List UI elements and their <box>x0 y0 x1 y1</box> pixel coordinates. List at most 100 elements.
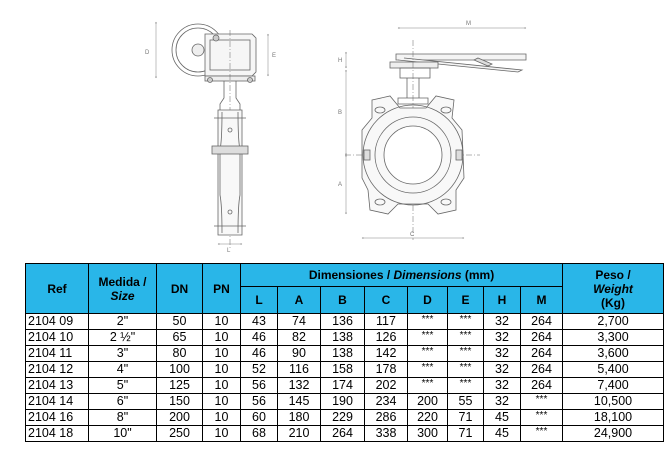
label-E: E <box>272 53 276 59</box>
subheader-H: H <box>483 286 521 314</box>
table-cell: 10 <box>202 329 241 346</box>
table-cell: 56 <box>240 377 278 394</box>
table-cell: 10 <box>202 345 241 362</box>
table-cell: 60 <box>240 409 278 426</box>
table-cell: 32 <box>483 361 521 378</box>
table-cell: 50 <box>156 313 203 330</box>
label-D: D <box>145 50 150 56</box>
table-cell: 71 <box>447 409 484 426</box>
table-cell: *** <box>519 409 564 426</box>
table-cell: 10 <box>202 393 241 410</box>
table-cell: 100 <box>156 361 203 378</box>
ref-cell: 2104 16 <box>25 409 89 426</box>
table-cell: 264 <box>519 345 564 362</box>
front-view <box>345 27 527 240</box>
subheader-D: D <box>407 286 448 314</box>
table-cell: 10 <box>202 409 241 426</box>
table-cell: 43 <box>240 313 278 330</box>
subheader-M: M <box>519 286 564 314</box>
table-cell: 10 <box>202 361 241 378</box>
table-cell: *** <box>447 361 484 378</box>
table-cell: 3,600 <box>562 345 665 362</box>
table-cell: 126 <box>364 329 408 346</box>
header-medida: Medida / <box>98 274 147 289</box>
header-size-en: Size <box>110 288 135 303</box>
table-cell: 158 <box>320 361 365 378</box>
subheader-C: C <box>364 286 408 314</box>
table-cell: *** <box>407 329 448 346</box>
label-C: C <box>410 232 415 238</box>
table-cell: 3" <box>88 345 157 362</box>
ref-cell: 2104 12 <box>25 361 89 378</box>
table-cell: 71 <box>447 425 484 442</box>
table-cell: 264 <box>519 361 564 378</box>
table-cell: 150 <box>156 393 203 410</box>
table-cell: 82 <box>277 329 321 346</box>
table-cell: *** <box>407 361 448 378</box>
table-cell: *** <box>519 393 564 410</box>
table-cell: 45 <box>483 409 521 426</box>
table-cell: 46 <box>240 345 278 362</box>
table-cell: 264 <box>320 425 365 442</box>
header-dimensions-en: Dimensions <box>393 268 462 282</box>
ref-cell: 2104 18 <box>25 425 89 442</box>
table-cell: 32 <box>483 345 521 362</box>
table-cell: 138 <box>320 329 365 346</box>
table-cell: 138 <box>320 345 365 362</box>
table-cell: 264 <box>519 329 564 346</box>
table-cell: 174 <box>320 377 365 394</box>
table-cell: *** <box>519 425 564 442</box>
table-cell: 286 <box>364 409 408 426</box>
table-cell: 7,400 <box>562 377 665 394</box>
table-cell: 2 ½" <box>88 329 157 346</box>
table-cell: 10 <box>202 313 241 330</box>
ref-cell: 2104 14 <box>25 393 89 410</box>
table-cell: 32 <box>483 377 521 394</box>
table-cell: 10" <box>88 425 157 442</box>
table-cell: 142 <box>364 345 408 362</box>
header-unit: (mm) <box>461 268 495 282</box>
table-cell: 10,500 <box>562 393 665 410</box>
table-cell: 74 <box>277 313 321 330</box>
table-cell: 178 <box>364 361 408 378</box>
dimensions-table: Ref Medida / Size DN PN Dimensiones / Di… <box>25 263 665 442</box>
table-cell: 117 <box>364 313 408 330</box>
table-cell: 210 <box>277 425 321 442</box>
table-cell: 90 <box>277 345 321 362</box>
table-cell: 136 <box>320 313 365 330</box>
subheader-B: B <box>320 286 365 314</box>
ref-cell: 2104 13 <box>25 377 89 394</box>
header-dn: DN <box>156 263 203 314</box>
table-cell: 4" <box>88 361 157 378</box>
label-B: B <box>338 110 342 116</box>
ref-cell: 2104 11 <box>25 345 89 362</box>
table-cell: 250 <box>156 425 203 442</box>
header-peso: Peso / <box>595 267 631 282</box>
label-M: M <box>466 21 471 27</box>
header-dimensions: Dimensiones / Dimensions (mm) <box>239 263 564 287</box>
table-cell: 180 <box>277 409 321 426</box>
table-cell: *** <box>407 377 448 394</box>
table-cell: 80 <box>156 345 203 362</box>
table-cell: 8" <box>88 409 157 426</box>
table-cell: 18,100 <box>562 409 665 426</box>
header-kg: (Kg) <box>601 295 626 310</box>
header-weight: Peso / Weight (Kg) <box>562 263 665 314</box>
table-cell: 32 <box>483 329 521 346</box>
table-cell: 46 <box>240 329 278 346</box>
ref-cell: 2104 10 <box>25 329 89 346</box>
header-dimensiones-es: Dimensiones / <box>308 268 394 282</box>
table-cell: 5,400 <box>562 361 665 378</box>
header-weight-en: Weight <box>593 281 633 296</box>
table-cell: 52 <box>240 361 278 378</box>
table-cell: 10 <box>202 425 241 442</box>
subheader-L: L <box>240 286 278 314</box>
